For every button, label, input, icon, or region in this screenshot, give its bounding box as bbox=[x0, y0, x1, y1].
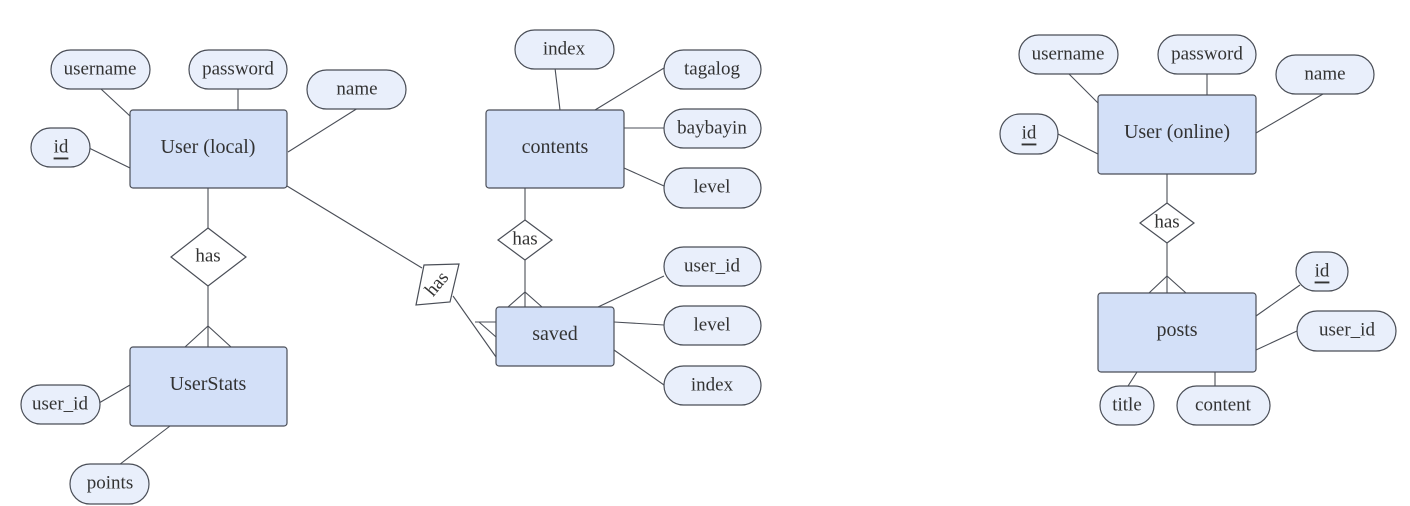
entity-posts-label: posts bbox=[1156, 319, 1197, 341]
svg-text:title: title bbox=[1112, 395, 1142, 416]
svg-text:points: points bbox=[87, 473, 133, 494]
attr-contents-index: index bbox=[514, 29, 615, 70]
entity-posts: posts bbox=[1097, 292, 1257, 373]
svg-text:id: id bbox=[1315, 261, 1330, 282]
entity-contents: contents bbox=[485, 109, 625, 189]
relationship-user-local-has-userstats: has bbox=[170, 227, 247, 287]
svg-text:index: index bbox=[543, 39, 586, 60]
entity-saved: saved bbox=[495, 306, 615, 367]
svg-text:username: username bbox=[64, 59, 137, 80]
attr-posts-title: title bbox=[1099, 385, 1155, 426]
svg-text:password: password bbox=[202, 59, 274, 80]
attr-posts-id: id bbox=[1295, 251, 1349, 292]
entity-user-online: User (online) bbox=[1097, 94, 1257, 175]
svg-text:password: password bbox=[1171, 44, 1243, 65]
svg-text:has: has bbox=[512, 229, 537, 250]
attr-user-local-username: username bbox=[50, 49, 151, 90]
attr-contents-level: level bbox=[663, 167, 762, 209]
attr-userstats-user-id: user_id bbox=[20, 384, 101, 425]
attr-saved-index: index bbox=[663, 365, 762, 406]
attr-posts-user-id: user_id bbox=[1296, 310, 1397, 352]
svg-text:username: username bbox=[1032, 44, 1105, 65]
entity-saved-label: saved bbox=[532, 323, 578, 345]
svg-text:user_id: user_id bbox=[1319, 320, 1375, 341]
attr-user-local-id: id bbox=[30, 127, 91, 168]
attr-user-local-name: name bbox=[306, 69, 407, 110]
entity-user-local-label: User (local) bbox=[161, 136, 256, 158]
entity-contents-label: contents bbox=[522, 136, 589, 158]
relationship-contents-has-saved: has bbox=[496, 219, 554, 261]
attr-user-local-password: password bbox=[188, 49, 288, 90]
attr-user-online-password: password bbox=[1157, 34, 1257, 75]
attr-user-online-username: username bbox=[1018, 34, 1119, 75]
attr-user-online-id: id bbox=[999, 113, 1059, 155]
attr-userstats-points: points bbox=[69, 463, 150, 505]
attr-contents-baybayin: baybayin bbox=[663, 108, 762, 149]
entity-user-online-label: User (online) bbox=[1124, 121, 1230, 143]
svg-text:level: level bbox=[694, 315, 731, 336]
svg-text:index: index bbox=[691, 375, 734, 396]
attr-posts-content: content bbox=[1176, 385, 1271, 426]
attr-saved-user-id: user_id bbox=[663, 246, 762, 287]
svg-text:name: name bbox=[336, 79, 377, 100]
attr-user-online-name: name bbox=[1275, 54, 1375, 95]
svg-text:baybayin: baybayin bbox=[677, 118, 747, 139]
svg-text:content: content bbox=[1195, 395, 1252, 416]
attr-saved-level: level bbox=[663, 305, 762, 346]
connector-lines bbox=[88, 67, 1324, 469]
svg-text:id: id bbox=[54, 137, 69, 158]
svg-text:name: name bbox=[1304, 64, 1345, 85]
relationship-user-online-has-posts: has bbox=[1138, 202, 1196, 244]
svg-text:level: level bbox=[694, 177, 731, 198]
svg-text:has: has bbox=[1154, 212, 1179, 233]
svg-text:user_id: user_id bbox=[684, 256, 740, 277]
entity-user-local: User (local) bbox=[129, 109, 288, 189]
svg-text:user_id: user_id bbox=[32, 394, 88, 415]
entity-userstats: UserStats bbox=[129, 346, 288, 427]
attr-contents-tagalog: tagalog bbox=[663, 49, 762, 90]
svg-text:has: has bbox=[195, 246, 220, 267]
svg-text:id: id bbox=[1022, 123, 1037, 144]
entity-userstats-label: UserStats bbox=[170, 373, 247, 395]
svg-text:tagalog: tagalog bbox=[684, 59, 740, 80]
relationship-user-local-has-saved: has bbox=[415, 263, 460, 306]
